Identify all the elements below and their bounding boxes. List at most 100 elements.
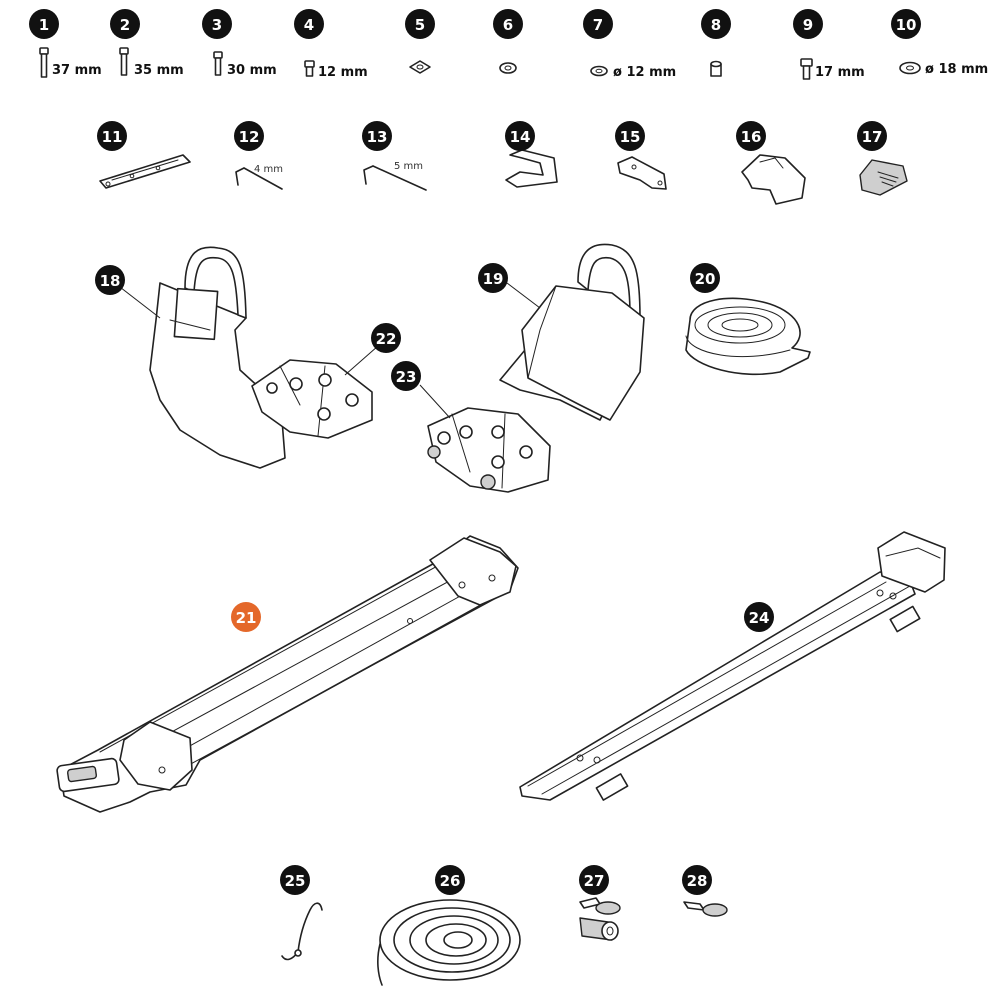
part-23-badge: 23 (391, 361, 421, 391)
part-18-number: 18 (100, 272, 121, 290)
part-21-badge-circle (231, 602, 261, 632)
part-28-badge-circle (682, 865, 712, 895)
part-17-badge-circle (857, 121, 887, 151)
part-14-badge: 14 (505, 121, 535, 151)
part-20-tape-roll (685, 297, 811, 376)
part-1-badge-circle (29, 9, 59, 39)
part-26-badge-circle (435, 865, 465, 895)
part-10-size-label: ø 18 mm (925, 62, 988, 77)
part-10-badge-circle (891, 9, 921, 39)
part-4-bolt (304, 60, 315, 77)
part-26-number: 26 (440, 872, 461, 890)
part-24-rail (519, 531, 946, 801)
part-3-badge: 3 (202, 9, 232, 39)
part-14-badge-circle (505, 121, 535, 151)
part-16-badge: 16 (736, 121, 766, 151)
part-14-buckle (505, 149, 558, 188)
part-8-spacer (710, 60, 722, 77)
part-22-leader (344, 345, 379, 376)
part-17-end-cap (859, 159, 908, 196)
part-18-badge: 18 (95, 265, 125, 295)
part-13-badge-circle (362, 121, 392, 151)
part-2-bolt (119, 47, 129, 76)
part-18-leader (115, 283, 161, 319)
part-20-number: 20 (695, 270, 716, 288)
part-19-leader (506, 282, 541, 309)
part-19-number: 19 (483, 270, 504, 288)
part-27-badge-circle (579, 865, 609, 895)
part-6-badge-circle (493, 9, 523, 39)
part-18-cradle (149, 246, 286, 469)
part-17-badge: 17 (857, 121, 887, 151)
part-3-size-label: 30 mm (227, 63, 277, 78)
part-27-badge: 27 (579, 865, 609, 895)
part-8-badge-circle (701, 9, 731, 39)
part-23-leader (419, 384, 451, 419)
part-19-cradle (499, 243, 645, 421)
part-5-number: 5 (415, 16, 425, 34)
part-12-allen-key (235, 167, 283, 190)
part-12-size-label: 4 mm (254, 164, 283, 175)
part-11-badge-circle (97, 121, 127, 151)
part-15-badge: 15 (615, 121, 645, 151)
part-8-number: 8 (711, 16, 721, 34)
part-25-number: 25 (285, 872, 306, 890)
part-11-badge: 11 (97, 121, 127, 151)
part-21-number: 21 (236, 609, 257, 627)
part-7-badge-circle (583, 9, 613, 39)
part-3-number: 3 (212, 16, 222, 34)
part-20-badge-circle (690, 263, 720, 293)
part-7-badge: 7 (583, 9, 613, 39)
part-22-badge-circle (371, 323, 401, 353)
part-10-badge: 10 (891, 9, 921, 39)
part-3-bolt (213, 51, 223, 76)
part-13-badge: 13 (362, 121, 392, 151)
part-1-size-label: 37 mm (52, 63, 102, 78)
part-7-size-label: ø 12 mm (613, 65, 676, 80)
part-1-bolt (39, 47, 49, 78)
part-13-size-label: 5 mm (394, 161, 423, 172)
part-6-number: 6 (503, 16, 513, 34)
part-15-number: 15 (620, 128, 641, 146)
part-20-badge: 20 (690, 263, 720, 293)
part-10-washer (899, 61, 921, 75)
part-8-badge: 8 (701, 9, 731, 39)
part-28-badge: 28 (682, 865, 712, 895)
part-6-badge: 6 (493, 9, 523, 39)
part-16-badge-circle (736, 121, 766, 151)
part-28-number: 28 (687, 872, 708, 890)
part-19-badge-circle (478, 263, 508, 293)
part-28-key (683, 901, 728, 917)
part-19-badge: 19 (478, 263, 508, 293)
part-16-clamp (741, 154, 806, 205)
part-9-number: 9 (803, 16, 813, 34)
part-23-badge-circle (391, 361, 421, 391)
part-12-badge: 12 (234, 121, 264, 151)
part-24-badge-circle (744, 602, 774, 632)
part-12-number: 12 (239, 128, 260, 146)
part-5-badge: 5 (405, 9, 435, 39)
part-4-badge: 4 (294, 9, 324, 39)
part-2-number: 2 (120, 16, 130, 34)
part-1-badge: 1 (29, 9, 59, 39)
part-12-badge-circle (234, 121, 264, 151)
part-9-badge-circle (793, 9, 823, 39)
part-13-allen-key (363, 165, 427, 191)
part-13-number: 13 (367, 128, 388, 146)
part-25-hook (281, 902, 323, 961)
part-4-badge-circle (294, 9, 324, 39)
part-23-number: 23 (396, 368, 417, 386)
part-7-washer (590, 65, 608, 77)
part-22-number: 22 (376, 330, 397, 348)
part-6-spring-washer (499, 62, 517, 74)
part-21-badge: 21 (231, 602, 261, 632)
part-22-clamp-pad (251, 359, 373, 439)
part-22-badge: 22 (371, 323, 401, 353)
part-3-badge-circle (202, 9, 232, 39)
part-27-lock-set (579, 897, 621, 941)
part-18-badge-circle (95, 265, 125, 295)
part-25-badge: 25 (280, 865, 310, 895)
part-26-coiled-strap (377, 899, 521, 986)
part-24-number: 24 (749, 609, 770, 627)
